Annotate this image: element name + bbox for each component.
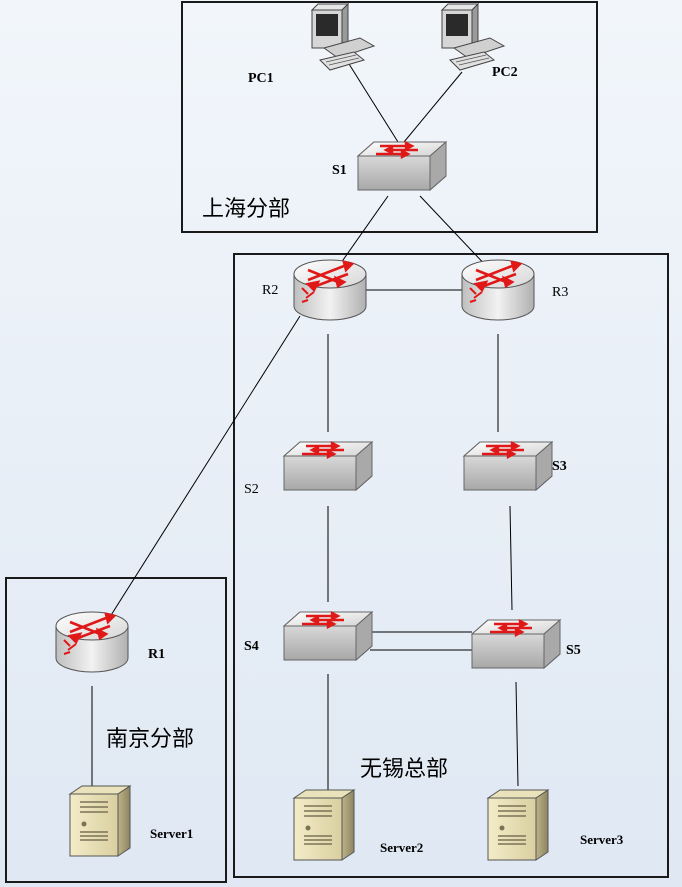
- r2-router-icon: [292, 258, 368, 322]
- shanghai-region-box: [181, 1, 598, 233]
- pc1-label: PC1: [248, 71, 274, 86]
- wuxi-region-label: 无锡总部: [360, 757, 448, 782]
- pc1-icon: [311, 3, 375, 71]
- r2-label: R2: [262, 283, 278, 298]
- r3-router-icon: [460, 258, 536, 322]
- link-s1-r3: [419, 195, 491, 271]
- link-r2-r1: [107, 315, 301, 621]
- shanghai-region-label: 上海分部: [202, 197, 290, 222]
- link-pc2-s1: [403, 71, 463, 143]
- link-s3-s5: [509, 505, 513, 611]
- s3-switch-icon: [462, 440, 554, 492]
- server2-icon: [293, 789, 355, 861]
- link-s5-server3: [515, 681, 519, 787]
- s5-switch-icon: [470, 618, 562, 670]
- server1-icon: [69, 785, 131, 857]
- s1-label: S1: [332, 163, 347, 178]
- r3-label: R3: [552, 285, 568, 300]
- s5-label: S5: [566, 643, 581, 658]
- nanjing-region-box: [5, 577, 227, 883]
- link-pc1-s1: [343, 55, 399, 143]
- r1-label: R1: [148, 647, 165, 662]
- pc2-icon: [441, 3, 505, 71]
- s1-switch-icon: [356, 140, 448, 192]
- s4-label: S4: [244, 639, 259, 654]
- server2-label: Server2: [380, 840, 423, 855]
- s2-label: S2: [244, 482, 259, 497]
- server1-label: Server1: [150, 826, 193, 841]
- server3-label: Server3: [580, 832, 624, 847]
- s3-label: S3: [552, 459, 567, 474]
- nanjing-region-label: 南京分部: [106, 727, 194, 752]
- link-s1-r2: [335, 195, 389, 271]
- wuxi-region-box: [233, 253, 669, 878]
- server3-icon: [487, 789, 549, 861]
- s2-switch-icon: [282, 440, 374, 492]
- pc2-label: PC2: [492, 65, 518, 80]
- r1-router-icon: [54, 610, 130, 674]
- s4-switch-icon: [282, 610, 374, 662]
